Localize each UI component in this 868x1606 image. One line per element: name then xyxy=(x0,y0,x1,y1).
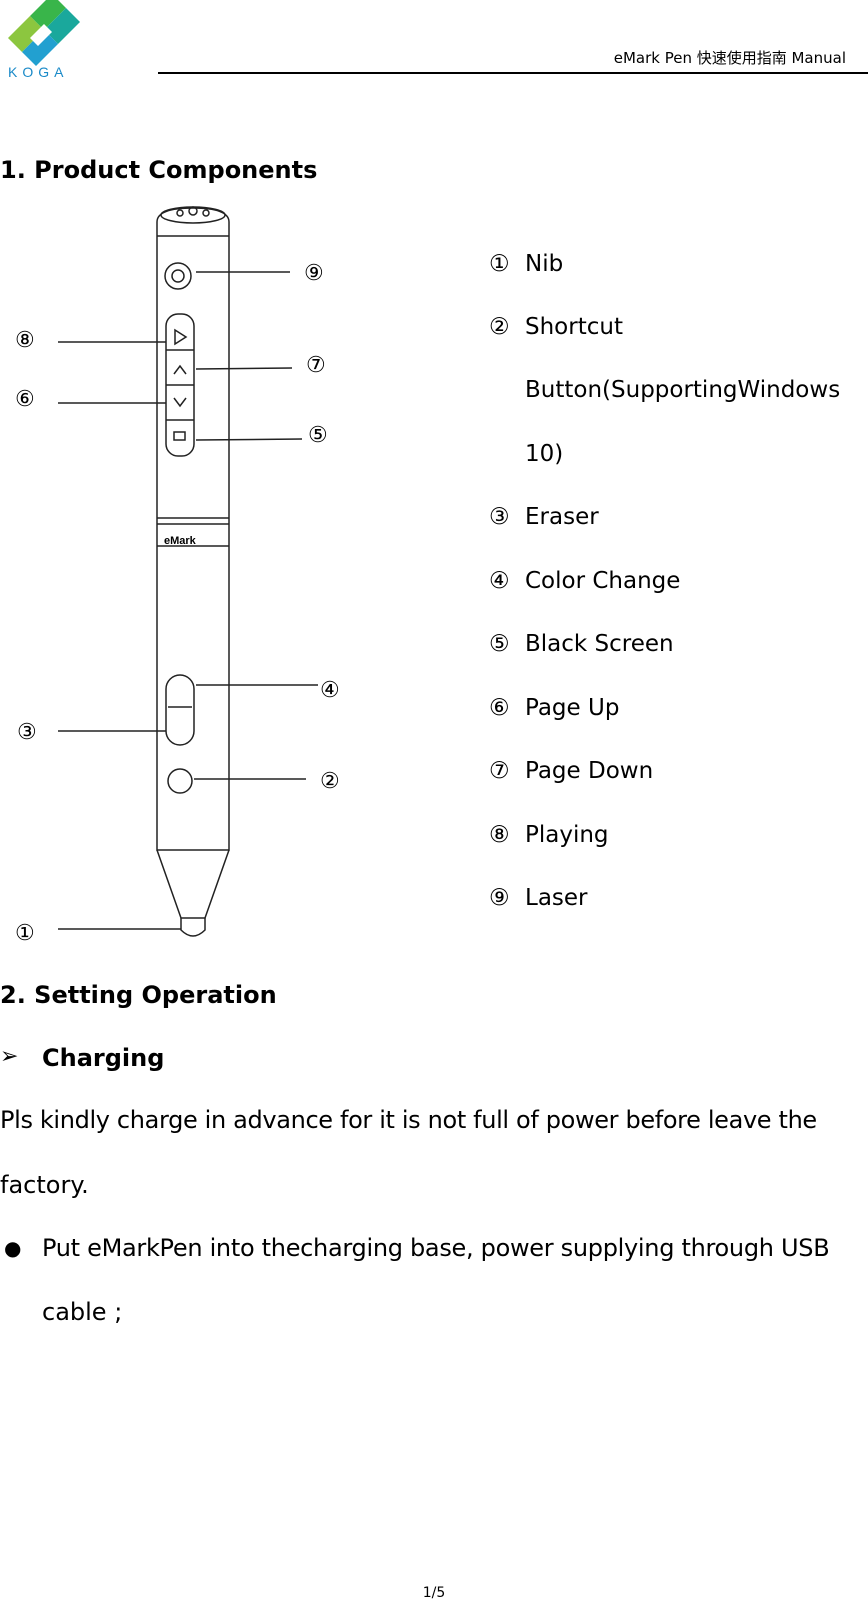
pen-brand-label: eMark xyxy=(164,535,197,547)
callout-9: ⑨ xyxy=(304,261,324,286)
legend-item-shortcut-cont-1: Button(SupportingWindows xyxy=(525,377,841,403)
section-heading-setting-operation: 2. Setting Operation xyxy=(0,981,277,1009)
circle-bullet-icon: ● xyxy=(4,1236,22,1260)
callout-5: ⑤ xyxy=(308,423,328,448)
callout-7: ⑦ xyxy=(306,353,326,378)
paragraph-line-1: Pls kindly charge in advance for it is n… xyxy=(0,1106,817,1134)
koga-logo: KOGA xyxy=(8,0,80,80)
callout-4: ④ xyxy=(320,678,340,703)
callout-3: ③ xyxy=(17,720,37,745)
subheading-charging: Charging xyxy=(42,1044,165,1072)
section-heading-product-components: 1. Product Components xyxy=(0,156,318,184)
callout-2: ② xyxy=(320,769,340,794)
bullet-line-1: Put eMarkPen into thecharging base, powe… xyxy=(42,1234,830,1262)
header-title: eMark Pen 快速使用指南 Manual xyxy=(613,49,846,67)
callout-1: ① xyxy=(15,921,35,946)
callout-8: ⑧ xyxy=(15,328,35,353)
pen-illustration: eMark ⑨ ⑧ ⑦ ⑥ ⑤ ④ ③ ② ① xyxy=(15,206,340,946)
paragraph-line-2: factory. xyxy=(0,1171,89,1199)
legend-item-shortcut-cont-2: 10) xyxy=(525,441,564,467)
logo-text: KOGA xyxy=(8,64,68,80)
header-rule xyxy=(158,72,868,74)
arrow-bullet-icon: ➢ xyxy=(0,1044,19,1069)
bullet-line-2: cable ; xyxy=(42,1298,123,1326)
page-number: 1/5 xyxy=(422,1585,446,1601)
callout-6: ⑥ xyxy=(15,387,35,412)
